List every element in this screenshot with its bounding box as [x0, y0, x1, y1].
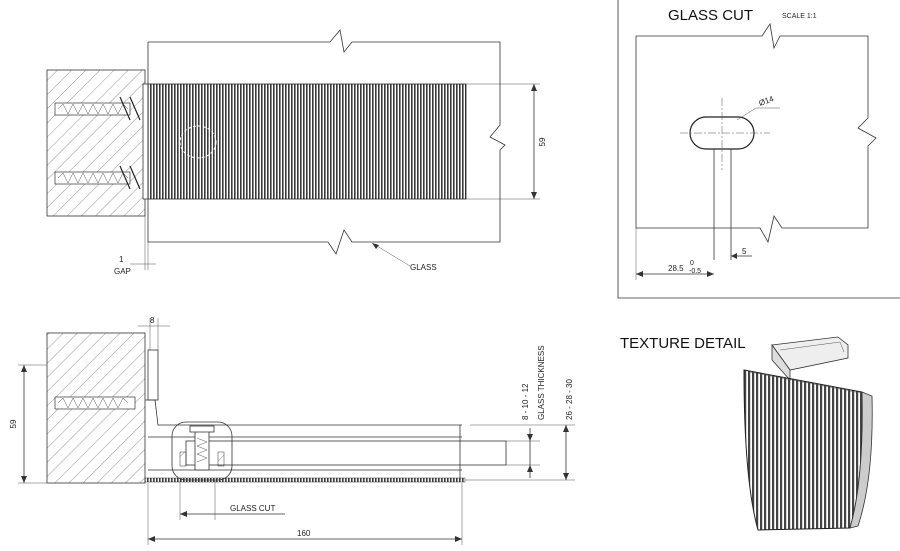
texture-ribbed-block	[743, 369, 863, 531]
glass-plate-outline	[635, 22, 877, 244]
wall-anchor-lower	[54, 165, 141, 190]
texture-detail-title: TEXTURE DETAIL	[620, 335, 746, 352]
glass-pane	[185, 440, 507, 466]
offset-main: 28.5	[668, 264, 684, 273]
glass-cut-scale: SCALE 1:1	[782, 13, 817, 20]
overall-values: 26 - 28 - 30	[565, 379, 574, 420]
glass-clamp	[171, 421, 233, 481]
section-view: 8 59	[9, 316, 575, 545]
offset-tol-lower: -0.5	[689, 268, 701, 275]
offset-tol-upper: 0	[690, 260, 694, 267]
slot-width: 5	[742, 247, 747, 256]
ribbed-profile	[147, 83, 467, 200]
glass-outline	[147, 29, 506, 255]
glass-label: GLASS	[410, 263, 437, 272]
diameter-dim: Ø14	[758, 94, 776, 108]
glass-cut-title: GLASS CUT	[668, 7, 753, 24]
top-height-dim: 59	[538, 137, 547, 146]
gap-label: GAP	[114, 267, 131, 276]
hidden-hole	[179, 125, 217, 159]
glass-cut-detail: GLASS CUT SCALE 1:1 Ø14 28.5 0 -0.5 5	[617, 0, 900, 299]
section-top-dim: 8	[150, 316, 155, 325]
top-view: 59 1 GAP GLASS	[46, 29, 547, 276]
glass-thickness-values: 8 - 10 - 12	[521, 383, 530, 420]
oval-hole	[689, 116, 755, 150]
gap-value: 1	[119, 255, 124, 264]
wall-anchor-upper	[54, 96, 141, 121]
texture-detail: TEXTURE DETAIL	[620, 335, 873, 531]
wall-block-top	[46, 69, 146, 217]
glass-thickness-label: GLASS THICKNESS	[537, 345, 546, 420]
section-length-dim: 160	[297, 529, 311, 538]
section-height-dim: 59	[9, 419, 18, 428]
section-glass-cut-label: GLASS CUT	[230, 504, 275, 513]
section-anchor	[54, 396, 136, 410]
